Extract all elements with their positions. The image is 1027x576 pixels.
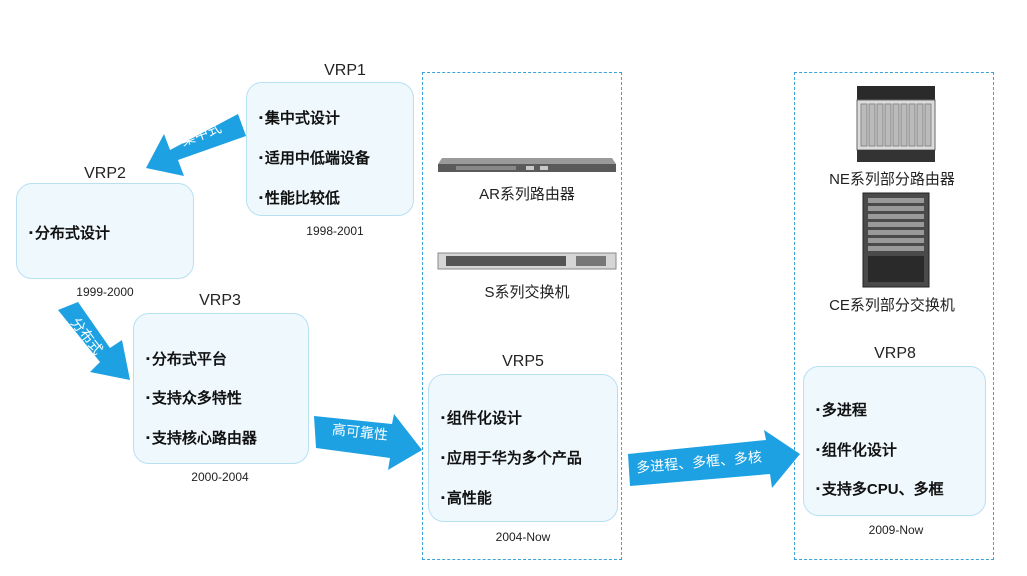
vrp3-item: 分布式平台 xyxy=(146,348,227,369)
ce-switch-image xyxy=(862,192,930,288)
arrow-vrp2-to-vrp3 xyxy=(58,302,130,380)
vrp3-item: 支持核心路由器 xyxy=(146,427,257,448)
vrp5-item: 应用于华为多个产品 xyxy=(441,447,582,468)
ce-switch-label: CE系列部分交换机 xyxy=(829,297,955,314)
vrp1-item: 性能比较低 xyxy=(259,187,340,208)
vrp2-title: VRP2 xyxy=(84,165,126,182)
vrp8-item: 多进程 xyxy=(816,399,867,420)
ar-router-label: AR系列路由器 xyxy=(479,186,575,203)
vrp3-title: VRP3 xyxy=(199,292,241,309)
arrow-vrp5-to-vrp8 xyxy=(628,430,800,488)
vrp8-title: VRP8 xyxy=(874,345,916,362)
s-switch-image xyxy=(437,252,617,270)
vrp2-item: 分布式设计 xyxy=(29,222,110,243)
vrp5-item: 组件化设计 xyxy=(441,407,522,428)
vrp3-card: 分布式平台 支持众多特性 支持核心路由器 xyxy=(133,313,309,464)
vrp5-title: VRP5 xyxy=(502,353,544,370)
s-switch-label: S系列交换机 xyxy=(484,284,570,301)
vrp1-item: 集中式设计 xyxy=(259,107,340,128)
vrp5-years: 2004-Now xyxy=(495,530,551,544)
vrp1-title: VRP1 xyxy=(324,62,366,79)
vrp8-item: 组件化设计 xyxy=(816,439,897,460)
ne-router-label: NE系列部分路由器 xyxy=(829,171,955,188)
vrp2-years: 1999-2000 xyxy=(76,285,134,299)
vrp5-group-frame xyxy=(422,72,622,560)
ne-router-image xyxy=(856,86,936,162)
vrp2-card: 分布式设计 xyxy=(16,183,194,279)
vrp1-item: 适用中低端设备 xyxy=(259,147,370,168)
vrp8-item: 支持多CPU、多框 xyxy=(816,478,944,499)
arrow-vrp1-to-vrp2 xyxy=(146,114,246,176)
arrow-vrp3-to-vrp5 xyxy=(314,414,422,470)
vrp8-years: 2009-Now xyxy=(868,523,924,537)
ar-router-image xyxy=(438,158,616,172)
vrp5-card: 组件化设计 应用于华为多个产品 高性能 xyxy=(428,374,618,522)
vrp3-years: 2000-2004 xyxy=(191,470,249,484)
vrp8-card: 多进程 组件化设计 支持多CPU、多框 xyxy=(803,366,986,516)
vrp1-years: 1998-2001 xyxy=(306,224,364,238)
vrp3-item: 支持众多特性 xyxy=(146,387,242,408)
vrp8-group-frame xyxy=(794,72,994,560)
vrp5-item: 高性能 xyxy=(441,487,492,508)
vrp1-card: 集中式设计 适用中低端设备 性能比较低 xyxy=(246,82,414,216)
